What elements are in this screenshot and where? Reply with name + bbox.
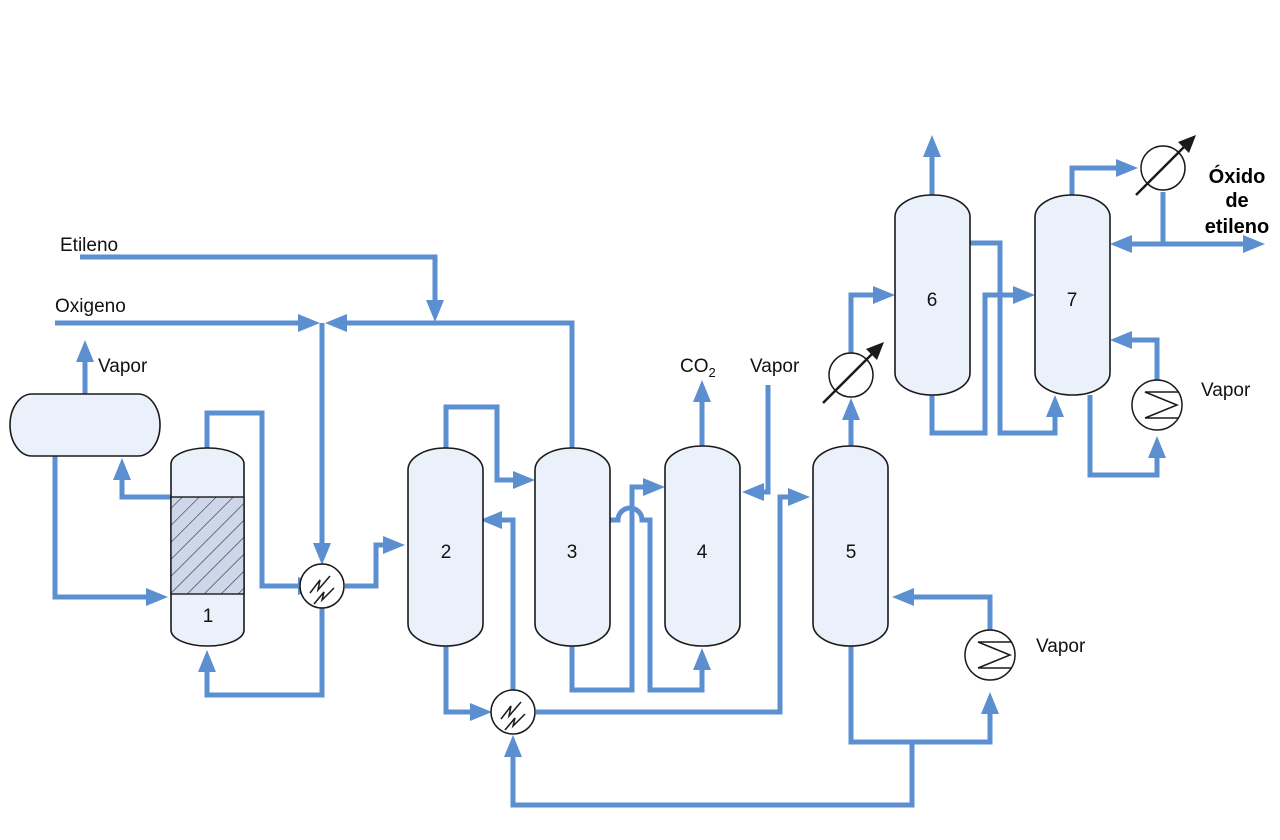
arrow-co2-up [693, 380, 711, 402]
heat-exchanger-1-icon [299, 563, 345, 609]
condenser-7-icon [1135, 135, 1196, 196]
condenser-5-icon [822, 342, 884, 404]
unit-label-5: 5 [846, 542, 857, 563]
arrow-to-hx5 [981, 692, 999, 714]
arrow-col6-vent [923, 135, 941, 157]
arrow-to-col7 [1013, 286, 1035, 304]
vapor-reboiler5-label: Vapor [1036, 636, 1086, 657]
arrow-to-hx2 [470, 703, 492, 721]
arrow-reactor-to-drum [113, 458, 131, 480]
pipes [52, 155, 1245, 808]
heat-exchanger-2-icon [490, 689, 536, 735]
vapor-reboiler7-label: Vapor [1201, 380, 1251, 401]
product-label-line2: de [1225, 190, 1248, 212]
unit-label-6: 6 [927, 290, 938, 311]
arrow-to-col2-side [480, 511, 502, 529]
arrow-recycle-left [325, 314, 347, 332]
arrow-to-hx1-down [313, 543, 331, 565]
arrow-to-col6 [873, 286, 895, 304]
arrow-to-reactor-bottom [198, 650, 216, 672]
arrow-oxigeno-right [298, 314, 320, 332]
arrow-to-col4-steam [742, 483, 764, 501]
column-unit-3: 3 [534, 447, 611, 647]
co2-label: CO2 [680, 356, 716, 380]
unit-label-2: 2 [441, 542, 452, 563]
arrow-recycle-to-hx2 [504, 735, 522, 757]
arrow-to-col4-side [643, 478, 665, 496]
column-unit-6: 6 [894, 194, 971, 396]
oxigeno-label: Oxigeno [55, 296, 126, 317]
arrow-to-cond5 [842, 398, 860, 420]
arrow-to-col7-side [1110, 331, 1132, 349]
column-unit-2: 2 [407, 447, 484, 647]
unit-label-4: 4 [697, 542, 708, 563]
arrow-vapor-up [76, 340, 94, 362]
column-unit-5: 5 [812, 445, 889, 647]
arrow-to-col5 [788, 488, 810, 506]
unit-label-1: 1 [203, 606, 214, 627]
product-label-line3: etileno [1205, 216, 1269, 238]
column-unit-7: 7 [1034, 194, 1111, 396]
vapor-top-label: Vapor [750, 356, 800, 377]
arrow-product-out [1243, 235, 1265, 253]
arrow-to-col5-bottom [892, 588, 914, 606]
column-unit-4: 4 [664, 445, 741, 647]
unit-label-3: 3 [567, 542, 578, 563]
arrow-reflux7 [1110, 235, 1132, 253]
arrow-to-reb7 [1148, 436, 1166, 458]
arrow-to-cond7 [1116, 159, 1138, 177]
arrow-etileno-down [426, 300, 444, 322]
reboiler-7-icon [1131, 379, 1183, 431]
reboiler-5-icon [964, 629, 1016, 681]
arrow-to-col4-bottom [693, 648, 711, 670]
etileno-label: Etileno [60, 235, 118, 256]
vapor-drum-label: Vapor [98, 356, 148, 377]
catalyst-bed [170, 496, 245, 595]
product-label-line1: Óxido [1209, 164, 1266, 188]
steam-drum [9, 393, 161, 457]
arrow-drum-to-reactor [146, 588, 168, 606]
reactor-unit-1: 1 [170, 447, 245, 647]
unit-label-7: 7 [1067, 290, 1078, 311]
arrow-to-col7-bottom [1046, 395, 1064, 417]
arrow-to-col3 [513, 471, 535, 489]
arrow-to-col2 [383, 536, 405, 554]
